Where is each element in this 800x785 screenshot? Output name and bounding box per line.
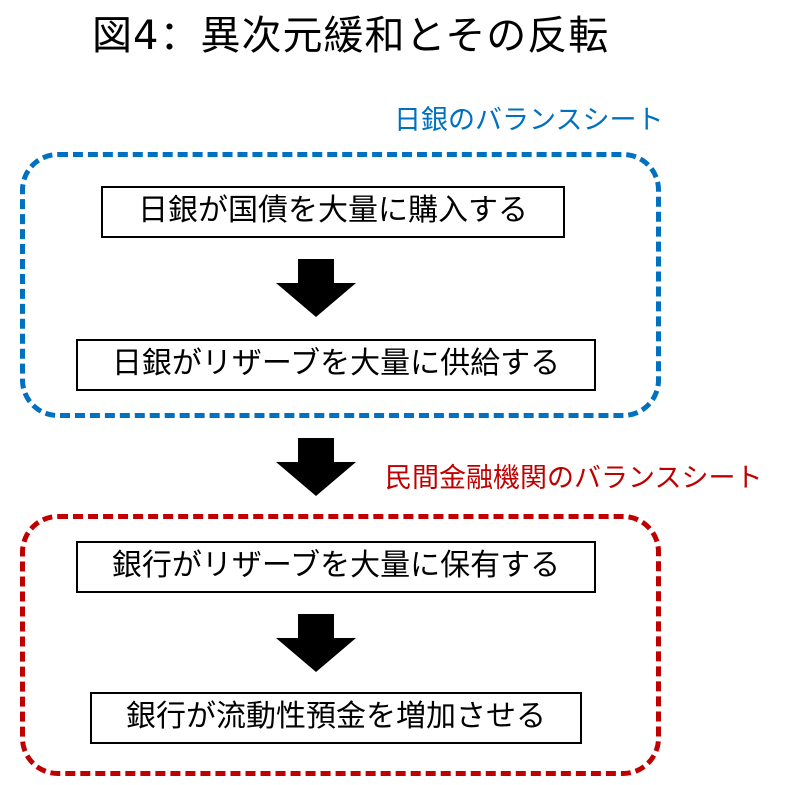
step-banks-hold-reserves: 銀行がリザーブを大量に保有する	[76, 541, 596, 593]
boj-balance-sheet-label: 日銀のバランスシート	[394, 105, 664, 136]
step-boj-buys-bonds: 日銀が国債を大量に購入する	[101, 186, 565, 238]
step-boj-supplies-reserves: 日銀がリザーブを大量に供給する	[76, 339, 596, 391]
arrow-down-icon	[276, 438, 356, 496]
boj-balance-sheet-group	[20, 152, 661, 418]
bank-balance-sheet-group	[20, 514, 661, 776]
arrow-down-icon	[276, 259, 356, 317]
arrow-down-icon	[276, 614, 356, 672]
diagram-title: 図4：異次元緩和とその反転	[92, 13, 610, 59]
step-banks-increase-deposits: 銀行が流動性預金を増加させる	[90, 692, 582, 744]
bank-balance-sheet-label: 民間金融機関のバランスシート	[385, 463, 763, 494]
